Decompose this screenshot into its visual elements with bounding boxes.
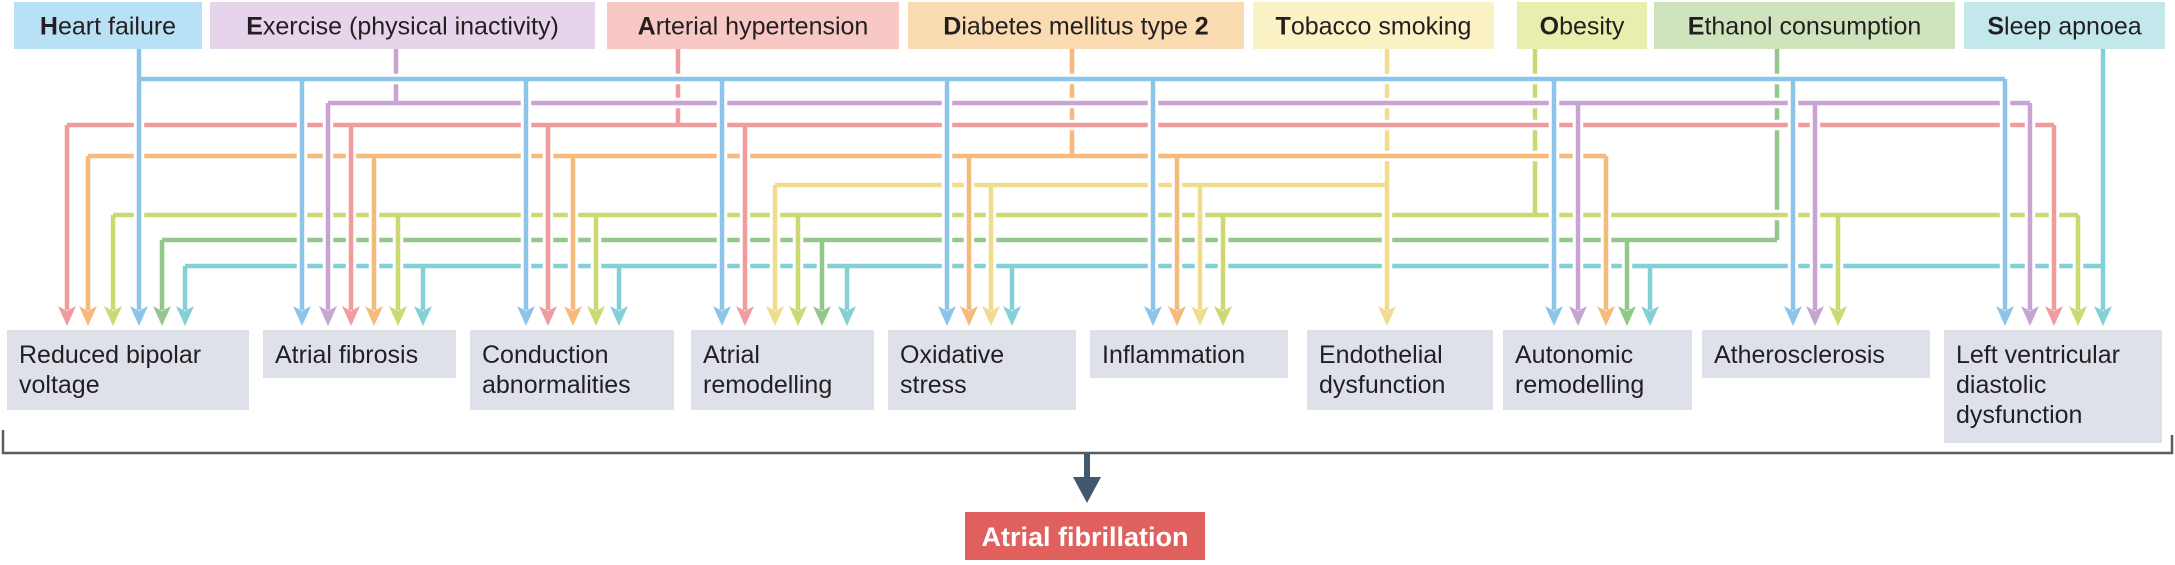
mechanism-box-reduced-bipolar-voltage [7, 330, 249, 410]
risk-factor-box-sleep-apnoea [1964, 2, 2165, 49]
mechanism-box-atherosclerosis [1702, 330, 1930, 378]
outcome-label: Atrial fibrillation [981, 522, 1188, 552]
risk-factor-box-heart-failure [14, 2, 202, 49]
mechanism-box-left-ventricular-diastolic-dysfunction [1944, 330, 2162, 443]
risk-factor-label-diabetes-mellitus-type-2: Diabetes mellitus type 2 [943, 13, 1208, 41]
arrowheads-tobacco-smoking [766, 306, 1396, 326]
mechanism-label-inflammation: Inflammation [1102, 341, 1245, 369]
mechanism-label-atrial-fibrosis: Atrial fibrosis [275, 341, 418, 369]
risk-factor-label-exercise: Exercise (physical inactivity) [246, 13, 559, 41]
mechanism-box-atrial-remodelling [691, 330, 874, 410]
risk-factor-box-tobacco-smoking [1253, 2, 1494, 49]
risk-factor-label-ethanol-consumption: Ethanol consumption [1688, 13, 1922, 41]
mechanism-box-oxidative-stress [888, 330, 1076, 410]
risk-factor-box-ethanol-consumption [1654, 2, 1955, 49]
collector-bracket [1, 430, 2174, 455]
risk-factor-label-heart-failure: Heart failure [40, 13, 176, 41]
risk-factor-box-arterial-hypertension [607, 2, 899, 49]
connector-obesity [110, 49, 2081, 310]
mechanism-box-inflammation [1090, 330, 1288, 378]
arrowheads-heart-failure [130, 306, 2014, 326]
mechanism-box-atrial-fibrosis [263, 330, 456, 378]
connector-sleep-apnoea [182, 49, 2106, 310]
risk-factor-box-exercise [210, 2, 595, 49]
risk-factor-box-diabetes-mellitus-type-2 [908, 2, 1244, 49]
risk-factor-label-sleep-apnoea: Sleep apnoea [1987, 13, 2141, 41]
connector-tobacco-smoking [772, 49, 1390, 310]
mechanism-label-atherosclerosis: Atherosclerosis [1714, 341, 1885, 369]
risk-factor-label-obesity: Obesity [1540, 13, 1625, 41]
arrowheads-arterial-hypertension [58, 306, 2063, 326]
arrowheads-obesity [104, 306, 2087, 326]
mechanism-box-endothelial-dysfunction [1307, 330, 1493, 410]
mechanism-box-conduction-abnormalities [470, 330, 674, 410]
outcome-box [965, 512, 1205, 560]
risk-factor-label-arterial-hypertension: Arterial hypertension [638, 13, 869, 41]
down-arrow-icon [1073, 477, 1101, 503]
connector-heart-failure [136, 49, 2008, 310]
connector-arterial-hypertension [64, 49, 2057, 310]
mechanism-box-autonomic-remodelling [1503, 330, 1692, 410]
risk-factor-label-tobacco-smoking: Tobacco smoking [1276, 13, 1472, 41]
risk-factor-box-obesity [1517, 2, 1647, 49]
